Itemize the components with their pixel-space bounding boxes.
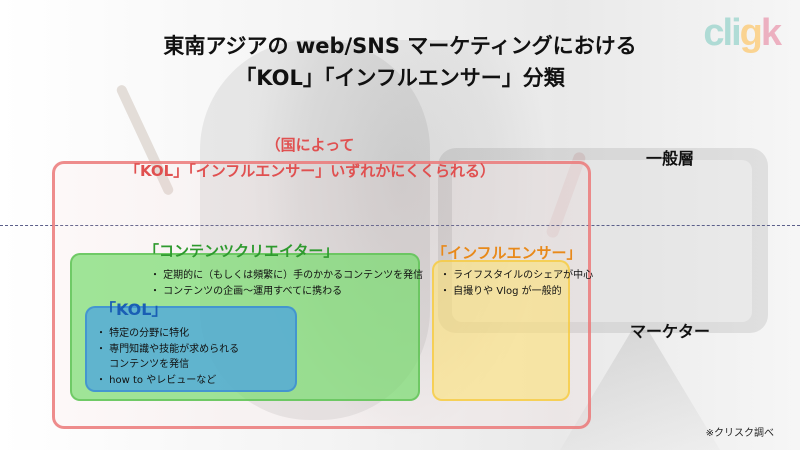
outer-note-line2: 「KOL」「インフルエンサー」いずれかにくくられる） bbox=[80, 160, 540, 181]
kol-bullet: コンテンツを発信 bbox=[96, 355, 189, 370]
marketer-label: マーケター bbox=[615, 318, 725, 342]
content-creator-bullet: ・ 定期的に（もしくは頻繁に）手のかかるコンテンツを発信 bbox=[150, 266, 423, 281]
outer-note-line1: （国によって bbox=[230, 134, 390, 155]
kol-bullet: ・ 専門知識や技能が求められる bbox=[96, 340, 239, 355]
kol-title: 「KOL」 bbox=[100, 296, 167, 320]
kol-bullet: ・ 特定の分野に特化 bbox=[96, 324, 189, 339]
influencer-bullet: ・ 自撮りや Vlog が一般的 bbox=[440, 282, 562, 297]
content-creator-title: 「コンテンツクリエイター」 bbox=[144, 240, 338, 261]
content-creator-bullet: ・ コンテンツの企画～運用すべてに携わる bbox=[150, 282, 342, 297]
general-public-label: 一般層 bbox=[615, 145, 725, 169]
page-title-line2: 「KOL」「インフルエンサー」分類 bbox=[0, 62, 800, 92]
influencer-title: 「インフルエンサー」 bbox=[432, 242, 582, 263]
source-footnote: ※クリスク調べ bbox=[706, 424, 774, 439]
page-title-line1: 東南アジアの web/SNS マーケティングにおける bbox=[0, 30, 800, 60]
kol-bullet: ・ how to やレビューなど bbox=[96, 371, 216, 386]
influencer-bullet: ・ ライフスタイルのシェアが中心 bbox=[440, 266, 593, 281]
